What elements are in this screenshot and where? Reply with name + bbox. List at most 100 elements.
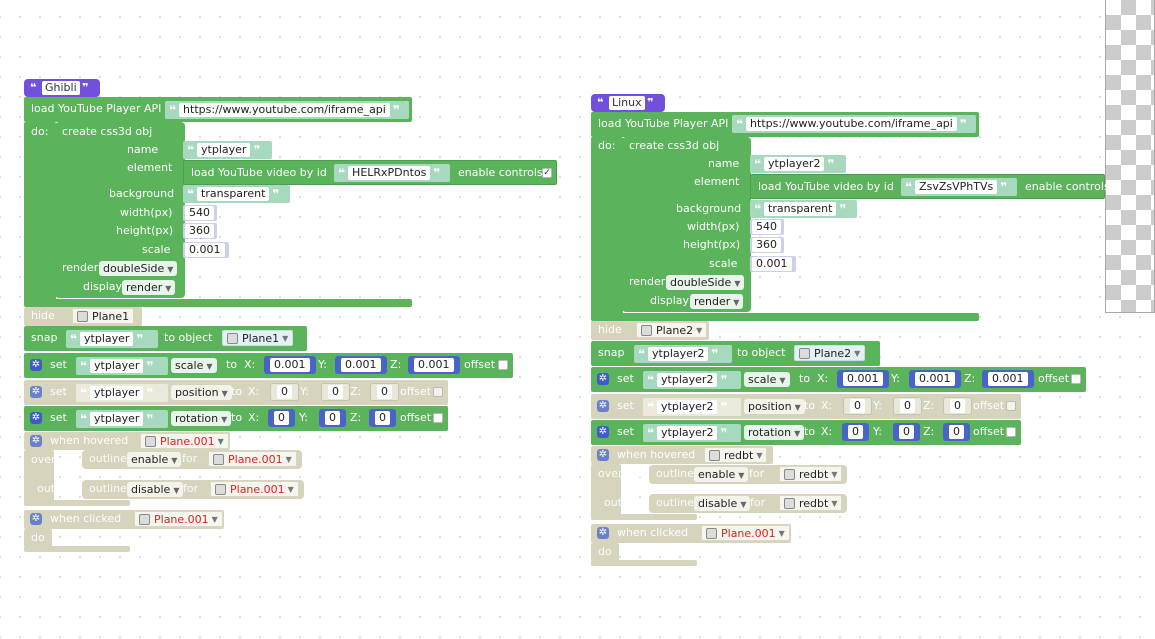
hovered-target[interactable]: Plane.001▼: [140, 433, 229, 449]
snap-block[interactable]: snap ❝ytplayer2❞ to object Plane2▼: [591, 341, 880, 366]
y-field[interactable]: 0: [321, 383, 350, 401]
snap-obj-value[interactable]: ytplayer2: [648, 347, 709, 361]
set-position-block[interactable]: ✲ set ❝ytplayer❞ position▼ to X: 0 Y: 0 …: [24, 380, 448, 405]
set-obj-value[interactable]: ytplayer2: [657, 373, 718, 387]
z-value[interactable]: 0: [949, 425, 964, 439]
z-value[interactable]: 0: [377, 385, 392, 399]
outline-disable-dropdown[interactable]: disable▼: [694, 496, 751, 511]
render-dropdown[interactable]: doubleSide▼: [99, 261, 178, 276]
set-obj-field[interactable]: ❝ytplayer❞: [76, 384, 168, 402]
set-obj-field[interactable]: ❝ytplayer2❞: [643, 398, 741, 416]
snap-target[interactable]: Plane1▼: [222, 330, 294, 346]
outline-disable-block[interactable]: outline disable▼ for redbt▼: [649, 494, 847, 513]
outline-target[interactable]: Plane.001▼: [208, 451, 297, 467]
offset-checkbox[interactable]: [433, 413, 443, 423]
gear-icon[interactable]: ✲: [30, 412, 42, 424]
video-id-field[interactable]: ❝ZsvZsVPhTVs❞: [901, 178, 1017, 196]
y-field[interactable]: 0: [319, 409, 346, 427]
when-hovered-block[interactable]: ✲ when hovered redbt▼: [591, 446, 773, 464]
y-field[interactable]: 0: [893, 397, 922, 415]
api-url-field[interactable]: ❝https://www.youtube.com/iframe_api❞: [165, 101, 409, 119]
set-rotation-block[interactable]: ✲ set ❝ytplayer❞ rotation▼ to X: 0 Y: 0 …: [24, 406, 448, 431]
scale-field[interactable]: 0.001: [183, 242, 229, 258]
set-position-block[interactable]: ✲ set ❝ytplayer2❞ position▼ to X: 0 Y: 0…: [591, 394, 1021, 419]
set-obj-value[interactable]: ytplayer2: [657, 400, 718, 414]
set-obj-value[interactable]: ytplayer: [90, 412, 144, 426]
offset-checkbox[interactable]: [1071, 374, 1081, 384]
background-field[interactable]: ❝transparent❞: [183, 185, 290, 203]
scale-value[interactable]: 0.001: [185, 243, 225, 257]
set-prop-dropdown[interactable]: scale▼: [744, 372, 790, 387]
y-value[interactable]: 0: [325, 411, 340, 425]
name-value[interactable]: ytplayer: [197, 143, 251, 157]
clicked-target[interactable]: Plane.001▼: [701, 525, 790, 541]
z-field[interactable]: 0.001: [408, 356, 460, 374]
set-obj-field[interactable]: ❝ytplayer2❞: [643, 424, 741, 442]
y-value[interactable]: 0: [900, 399, 915, 413]
width-value[interactable]: 540: [752, 220, 781, 234]
z-field[interactable]: 0.001: [982, 370, 1034, 388]
outline-disable-block[interactable]: outline disable▼ for Plane.001▼: [82, 480, 304, 499]
name-value[interactable]: ytplayer2: [764, 157, 825, 171]
outline-enable-block[interactable]: outline enable▼ for Plane.001▼: [82, 450, 302, 469]
width-field[interactable]: 540: [183, 205, 217, 221]
offset-checkbox[interactable]: [1006, 427, 1016, 437]
snap-obj-value[interactable]: ytplayer: [80, 332, 134, 346]
z-field[interactable]: 0: [943, 397, 972, 415]
height-value[interactable]: 360: [752, 238, 781, 252]
background-value[interactable]: transparent: [764, 202, 837, 216]
set-prop-dropdown[interactable]: scale▼: [171, 358, 217, 373]
scale-field[interactable]: 0.001: [750, 256, 796, 272]
x-field[interactable]: 0: [843, 397, 872, 415]
x-field[interactable]: 0: [270, 383, 299, 401]
set-obj-value[interactable]: ytplayer2: [657, 426, 718, 440]
set-prop-dropdown[interactable]: rotation▼: [171, 411, 232, 426]
y-value[interactable]: 0: [328, 385, 343, 399]
background-value[interactable]: transparent: [197, 187, 270, 201]
offset-checkbox[interactable]: [498, 360, 508, 370]
offset-checkbox[interactable]: [433, 387, 443, 397]
set-obj-field[interactable]: ❝ytplayer❞: [76, 410, 168, 428]
snap-target[interactable]: Plane2▼: [794, 345, 866, 361]
display-dropdown[interactable]: render▼: [690, 294, 744, 309]
y-value[interactable]: 0: [899, 425, 914, 439]
z-value[interactable]: 0: [375, 411, 390, 425]
video-id-field[interactable]: ❝HELRxPDntos❞: [334, 164, 450, 182]
y-field[interactable]: 0.001: [335, 356, 387, 374]
api-url-text[interactable]: https://www.youtube.com/iframe_api: [179, 103, 390, 117]
z-field[interactable]: 0: [369, 409, 396, 427]
title-text[interactable]: Linux: [609, 96, 645, 110]
x-value[interactable]: 0.001: [270, 358, 310, 372]
gear-icon[interactable]: ✲: [30, 435, 42, 447]
name-field[interactable]: ❝ytplayer2❞: [750, 155, 846, 173]
title-text[interactable]: Ghibli: [42, 81, 80, 95]
api-url-text[interactable]: https://www.youtube.com/iframe_api: [746, 117, 957, 131]
snap-obj-field[interactable]: ❝ytplayer2❞: [634, 345, 732, 363]
title-block[interactable]: ❝ Ghibli ❞: [24, 79, 100, 97]
gear-icon[interactable]: ✲: [597, 426, 609, 438]
name-field[interactable]: ❝ytplayer❞: [183, 141, 272, 159]
y-field[interactable]: 0: [893, 423, 920, 441]
display-dropdown[interactable]: render▼: [122, 280, 176, 295]
set-prop-dropdown[interactable]: rotation▼: [744, 425, 805, 440]
y-field[interactable]: 0.001: [909, 370, 961, 388]
gear-icon[interactable]: ✲: [597, 527, 609, 539]
x-value[interactable]: 0.001: [843, 372, 883, 386]
height-field[interactable]: 360: [183, 223, 217, 239]
gear-icon[interactable]: ✲: [597, 373, 609, 385]
z-value[interactable]: 0.001: [414, 358, 454, 372]
video-id-value[interactable]: HELRxPDntos: [348, 166, 431, 180]
outline-enable-dropdown[interactable]: enable▼: [127, 452, 182, 467]
gear-icon[interactable]: ✲: [30, 513, 42, 525]
z-value[interactable]: 0.001: [988, 372, 1028, 386]
when-clicked-block[interactable]: ✲ when clicked Plane.001▼: [24, 510, 224, 529]
set-rotation-block[interactable]: ✲ set ❝ytplayer2❞ rotation▼ to X: 0 Y: 0…: [591, 420, 1021, 445]
x-field[interactable]: 0: [268, 409, 295, 427]
x-value[interactable]: 0: [274, 411, 289, 425]
height-value[interactable]: 360: [185, 224, 214, 238]
video-id-value[interactable]: ZsvZsVPhTVs: [915, 180, 998, 194]
preview-canvas[interactable]: [1105, 0, 1155, 313]
outline-enable-block[interactable]: outline enable▼ for redbt▼: [649, 465, 847, 484]
when-hovered-block[interactable]: ✲ when hovered Plane.001▼: [24, 432, 230, 450]
x-value[interactable]: 0: [277, 385, 292, 399]
